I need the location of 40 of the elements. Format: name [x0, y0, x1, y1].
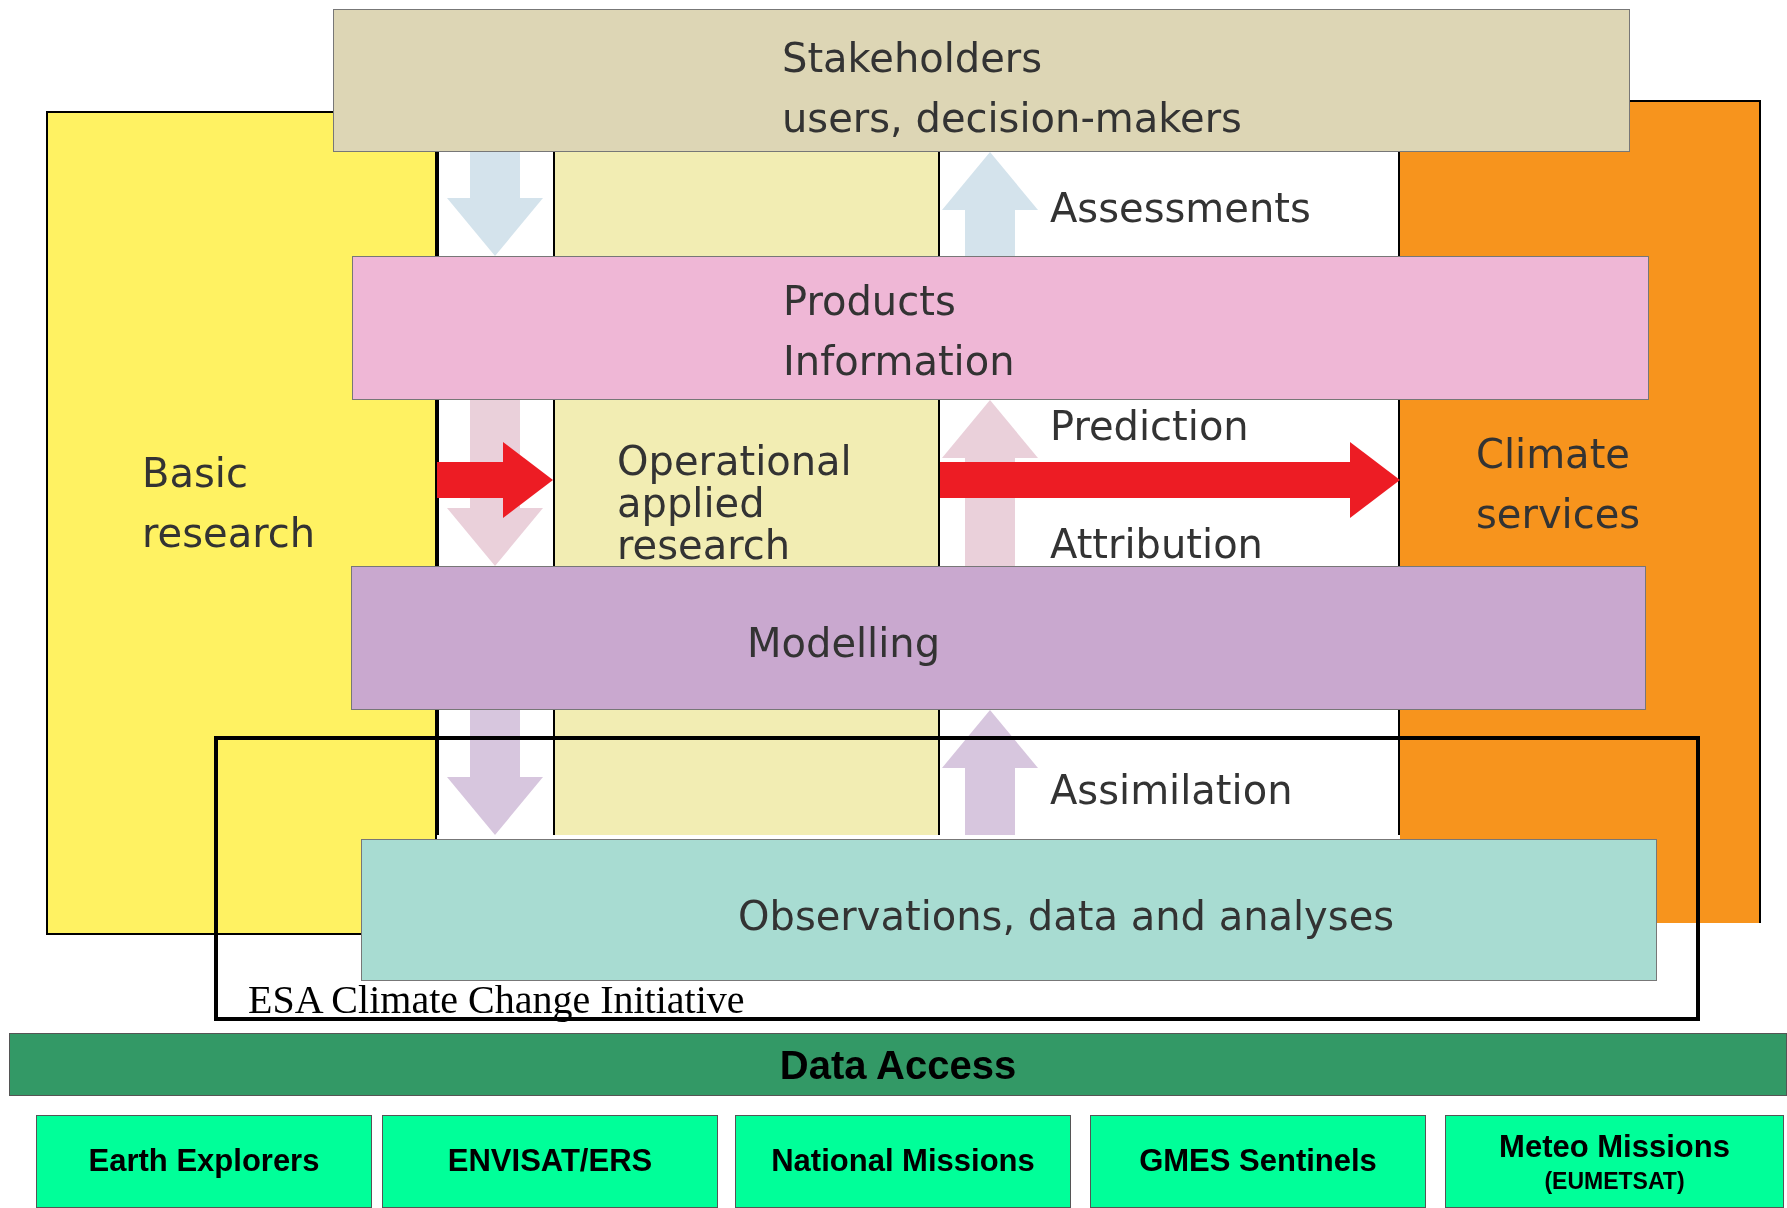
- node-title: Data Access: [779, 1041, 1017, 1089]
- mission-box: [36, 1115, 372, 1208]
- node-title: Observations, data and analyses: [738, 892, 1395, 941]
- data-access-bar: [9, 1033, 1787, 1096]
- mission-label: Earth Explorers: [88, 1142, 320, 1181]
- block-arrow: [942, 710, 1038, 835]
- node-title: Modelling: [747, 619, 941, 668]
- stage-label: Prediction: [1050, 402, 1249, 451]
- node-title: Products: [783, 277, 957, 326]
- block-arrow: [447, 400, 543, 566]
- block-arrow: [447, 152, 543, 256]
- products-band: [352, 256, 1649, 400]
- mission-label: National Missions: [771, 1142, 1035, 1181]
- modelling-band: [351, 566, 1646, 710]
- node-subtitle: Information: [783, 337, 1015, 386]
- mission-box: [1090, 1115, 1426, 1208]
- stakeholders-band: [333, 9, 1630, 152]
- stage-label: Attribution: [1050, 520, 1263, 569]
- initiative-frame: [214, 736, 1700, 1021]
- block-arrow: [940, 442, 1400, 518]
- node-title: Operational applied research: [617, 440, 853, 566]
- mission-note: (EUMETSAT): [1544, 1166, 1685, 1196]
- block-arrow: [942, 400, 1038, 566]
- node-title: Basic research: [142, 449, 317, 558]
- mission-box: [735, 1115, 1071, 1208]
- mission-box: [1445, 1115, 1784, 1208]
- block-arrow: [447, 710, 543, 835]
- node-title: ESA Climate Change Initiative: [248, 980, 745, 1020]
- mission-box: [382, 1115, 718, 1208]
- mission-label: Meteo Missions: [1499, 1127, 1730, 1166]
- node-title: Stakeholders: [782, 34, 1044, 83]
- block-arrow: [942, 152, 1038, 256]
- block-arrow: [437, 442, 553, 518]
- node-subtitle: users, decision-makers: [782, 94, 1242, 143]
- stage-label: Assimilation: [1050, 766, 1293, 815]
- observations-band: [361, 839, 1657, 981]
- mission-label: ENVISAT/ERS: [447, 1142, 653, 1181]
- stage-label: Assessments: [1050, 184, 1311, 233]
- node-title: Climate services: [1476, 430, 1642, 539]
- mission-label: GMES Sentinels: [1139, 1142, 1377, 1181]
